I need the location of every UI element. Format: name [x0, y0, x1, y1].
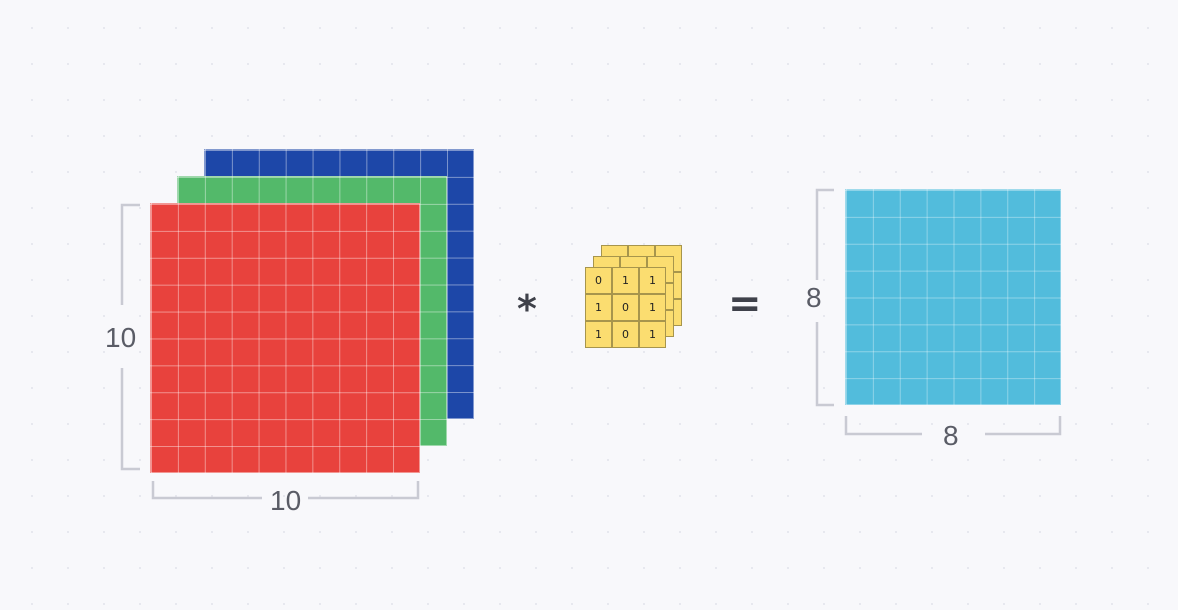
kernel-cell: 1 — [585, 294, 612, 321]
input-width-bracket-right — [308, 481, 420, 500]
output-height-bracket-bottom — [815, 322, 834, 407]
output-height-label: 8 — [806, 282, 822, 313]
equals-sign: = — [728, 281, 762, 327]
input-width-label: 10 — [270, 485, 302, 516]
output-feature-map — [845, 189, 1061, 405]
kernel-cell: 0 — [585, 267, 612, 294]
input-channel-red — [150, 203, 420, 473]
output-height-bracket-top — [815, 188, 834, 280]
convolution-operator: * — [517, 287, 537, 331]
input-height-bracket-bottom — [120, 368, 140, 471]
input-height-bracket-top — [120, 203, 140, 305]
kernel-cell: 1 — [612, 267, 639, 294]
input-height-label: 10 — [105, 322, 137, 353]
kernel-cell: 1 — [639, 267, 666, 294]
kernel-cell: 1 — [639, 294, 666, 321]
kernel-cell: 1 — [639, 321, 666, 348]
kernel-cell: 0 — [612, 294, 639, 321]
kernel-cell: 0 — [612, 321, 639, 348]
output-width-bracket-right — [985, 416, 1062, 436]
output-width-label: 8 — [943, 420, 959, 451]
input-width-bracket-left — [151, 481, 262, 500]
kernel-cell: 1 — [585, 321, 612, 348]
output-width-bracket-left — [844, 416, 922, 436]
